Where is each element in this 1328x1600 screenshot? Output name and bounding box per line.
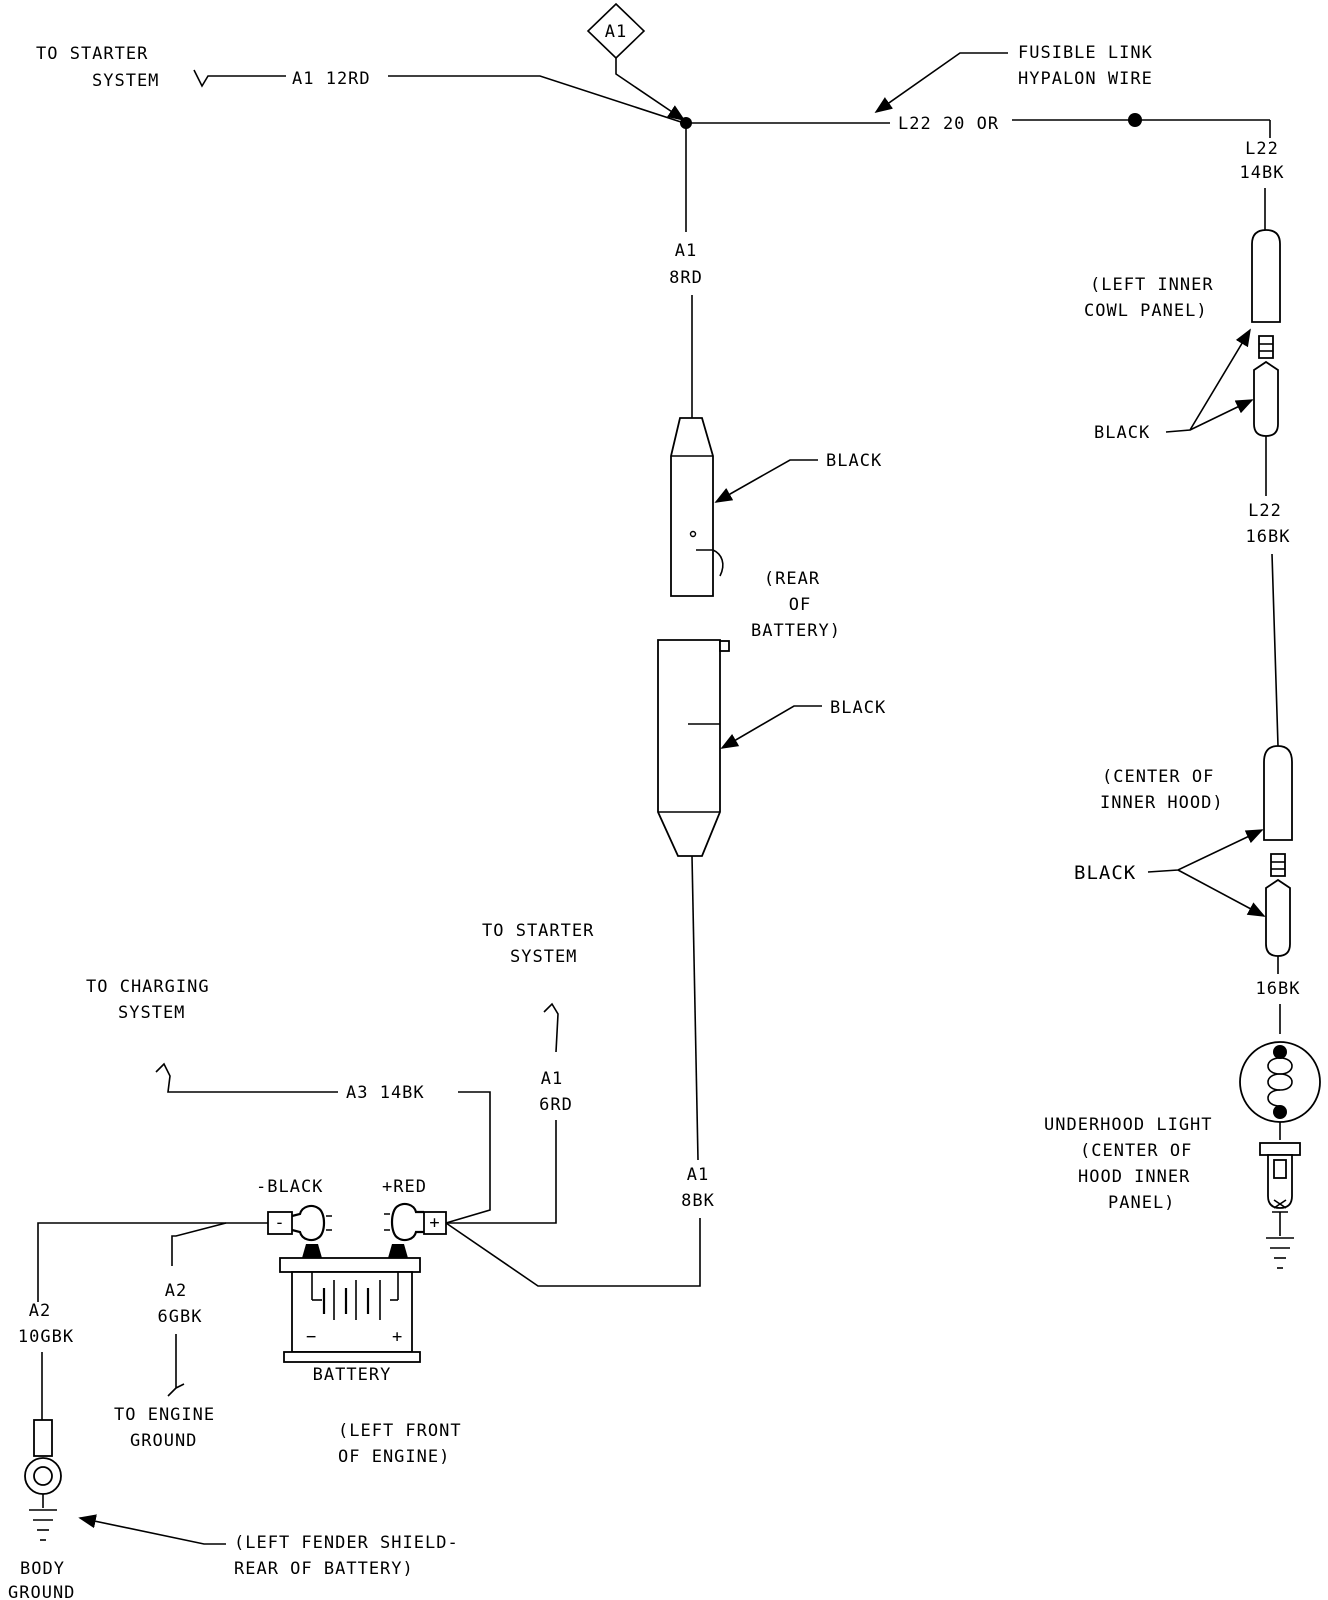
body-ground-eyelet [24, 1419, 62, 1508]
a2-6gbk-label-2: 6GBK [158, 1307, 203, 1327]
a1-connector-diamond: A1 [586, 2, 686, 121]
black-right-lower-arrow-2 [1177, 869, 1266, 917]
charging-wire-break [155, 1062, 338, 1093]
fender-shield-label-1: (LEFT FENDER SHIELD- [234, 1533, 459, 1553]
left-front-engine-label-2: OF ENGINE) [338, 1447, 450, 1467]
body-ground-label-2: GROUND [8, 1583, 75, 1600]
a1-8rd-label-2: 8RD [669, 268, 703, 288]
black-right-lower-label: BLACK [1074, 862, 1136, 884]
wire-a1-6rd [446, 1120, 557, 1224]
neg-black-label: -BLACK [256, 1177, 323, 1197]
a1-8rd-label-1: A1 [675, 241, 697, 261]
l22-16bk-label-1: L22 [1248, 501, 1282, 521]
to-starter-top-label-1: TO STARTER [36, 44, 148, 64]
wire-l22-20or-label: L22 20 OR [898, 114, 999, 134]
negative-terminal-sign: - [274, 1213, 285, 1233]
wire-a3-14bk-label: A3 14BK [346, 1083, 425, 1103]
a2-10gbk-label-2: 10GBK [18, 1327, 74, 1347]
black-connector-upper-label: BLACK [826, 451, 882, 471]
fusible-link-label-2: HYPALON WIRE [1018, 69, 1153, 89]
left-front-engine-label-1: (LEFT FRONT [338, 1421, 462, 1441]
to-starter-mid-label-1: TO STARTER [482, 921, 594, 941]
underhood-light-socket [1259, 1142, 1301, 1236]
fusible-link-splice-dot [1128, 113, 1142, 127]
center-hood-label-1: (CENTER OF [1102, 767, 1214, 787]
battery-cell-minus: − [306, 1327, 317, 1347]
wire-a1-12rd [388, 75, 685, 124]
cowl-panel-connector [1251, 229, 1281, 496]
body-ground-icon [29, 1509, 57, 1541]
upper-black-connector [670, 417, 724, 597]
bk-16-label: 16BK [1256, 979, 1301, 999]
to-engine-ground-label-1: TO ENGINE [114, 1405, 215, 1425]
pos-red-label: +RED [382, 1177, 427, 1197]
battery-icon: − + [279, 1244, 421, 1363]
lower-black-connector [657, 639, 730, 857]
battery-cell-plus: + [392, 1327, 403, 1347]
wire-a1-8bk-upper [691, 855, 699, 1161]
cowl-panel-label-2: COWL PANEL) [1084, 301, 1208, 321]
underhood-light-label-4: PANEL) [1108, 1193, 1175, 1213]
wire-l22-16bk [1271, 553, 1279, 747]
fusible-link-arrow [874, 52, 1008, 114]
wire-a2-6gbk [171, 1222, 227, 1266]
rear-battery-label-1: (REAR [764, 569, 820, 589]
fender-shield-arrow [78, 1514, 226, 1545]
a1-6rd-label-2: 6RD [539, 1095, 573, 1115]
underhood-light-ground-icon [1266, 1237, 1294, 1269]
body-ground-label-1: BODY [20, 1559, 65, 1579]
wire-a3-14bk [445, 1091, 491, 1224]
underhood-light-label-3: HOOD INNER [1078, 1167, 1190, 1187]
to-engine-ground-label-2: GROUND [130, 1431, 197, 1451]
a1-8bk-label-1: A1 [687, 1165, 709, 1185]
a1-6rd-label-1: A1 [541, 1069, 563, 1089]
underhood-light-label-1: UNDERHOOD LIGHT [1044, 1115, 1213, 1135]
center-hood-label-2: INNER HOOD) [1100, 793, 1224, 813]
a1-diamond-label: A1 [605, 22, 627, 42]
wire-a1-12rd-label: A1 12RD [292, 69, 371, 89]
negative-terminal-clamp: - [267, 1204, 332, 1242]
black-right-lower-arrow-1 [1147, 829, 1264, 873]
wire-a2-10gbk [37, 1222, 268, 1302]
fender-shield-label-2: REAR OF BATTERY) [234, 1559, 414, 1579]
a2-6gbk-label-1: A2 [165, 1281, 187, 1301]
a1-8bk-label-2: 8BK [681, 1191, 715, 1211]
to-charging-label-1: TO CHARGING [86, 977, 210, 997]
l22-14bk-label-1: L22 [1245, 139, 1279, 159]
underhood-light-bulb [1239, 1041, 1321, 1140]
fusible-link-label-1: FUSIBLE LINK [1018, 43, 1153, 63]
positive-terminal-sign: + [429, 1213, 440, 1233]
battery-label: BATTERY [313, 1365, 392, 1385]
engine-ground-wire-break [167, 1334, 185, 1397]
wire-a1-8bk-lower [445, 1218, 701, 1287]
to-starter-mid-label-2: SYSTEM [510, 947, 577, 967]
rear-battery-label-3: BATTERY) [751, 621, 841, 641]
black-connector-lower-label: BLACK [830, 698, 886, 718]
inner-hood-connector [1263, 745, 1293, 974]
starter-wire-break-top [193, 69, 286, 88]
to-starter-top-label-2: SYSTEM [92, 71, 159, 91]
black-right-upper-label: BLACK [1094, 423, 1150, 443]
positive-terminal-clamp: + [384, 1202, 447, 1242]
to-charging-label-2: SYSTEM [118, 1003, 185, 1023]
black-right-upper-arrow-2 [1189, 399, 1254, 431]
black-connector-lower-arrow [720, 705, 822, 749]
a2-10gbk-label-1: A2 [29, 1301, 51, 1321]
starter-wire-break-mid [543, 1002, 559, 1053]
underhood-light-label-2: (CENTER OF [1080, 1141, 1192, 1161]
rear-battery-label-2: OF [789, 595, 811, 615]
black-connector-upper-arrow [714, 459, 818, 503]
cowl-panel-label-1: (LEFT INNER [1090, 275, 1214, 295]
l22-14bk-label-2: 14BK [1240, 163, 1285, 183]
black-right-upper-arrow-1 [1165, 328, 1251, 433]
l22-16bk-label-2: 16BK [1246, 527, 1291, 547]
